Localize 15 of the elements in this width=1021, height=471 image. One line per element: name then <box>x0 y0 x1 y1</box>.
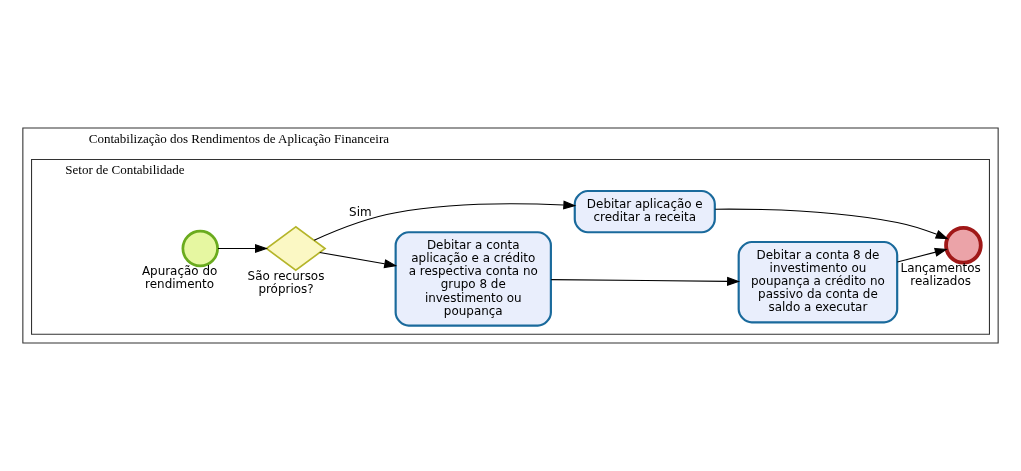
arrow <box>896 247 948 263</box>
node-label: São recursos próprios? <box>247 268 325 296</box>
node-circle <box>944 226 983 265</box>
arrow <box>217 243 269 254</box>
node-label: Lançamentos realizados <box>900 261 981 289</box>
node-box: Debitar aplicação e creditar a receita <box>573 189 716 234</box>
arrow <box>714 208 949 240</box>
edge-label: Sim <box>349 204 372 219</box>
arrow <box>550 276 741 286</box>
arrow <box>313 200 577 241</box>
node-box: Debitar a conta 8 de investimento ou poupança a crédito no passivo da conta de saldo a executar <box>737 240 899 324</box>
node-diamond <box>265 225 327 272</box>
node-label: Apuração do rendimento <box>141 264 218 292</box>
node-box: Debitar a conta aplicação e a crédito a respectiva conta no grupo 8 de investimento ou poupança <box>394 231 552 327</box>
arrow <box>319 251 398 269</box>
